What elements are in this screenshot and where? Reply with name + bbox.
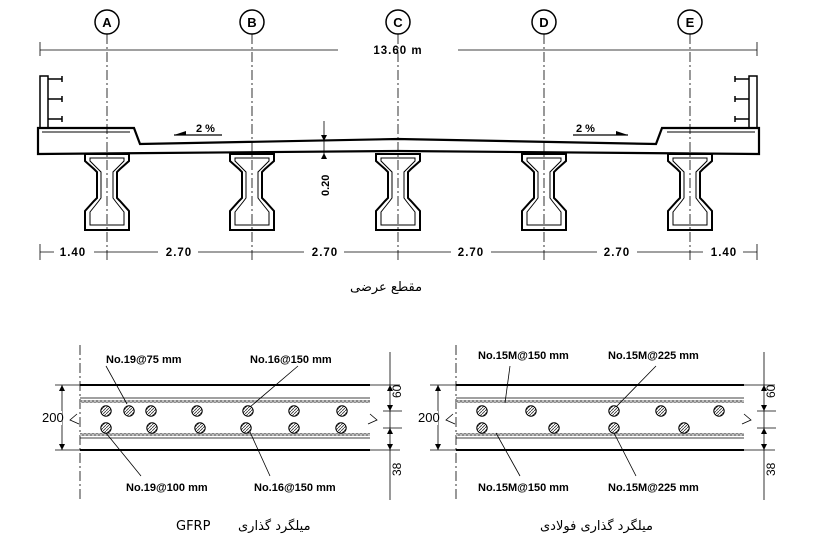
axis-bubble-c: C xyxy=(385,9,411,35)
axis-bubble-a: A xyxy=(94,9,120,35)
gfrp-cover-top-label: 60 xyxy=(390,384,404,398)
gfrp-cover-bottom-label: 38 xyxy=(390,462,404,476)
svg-text:C: C xyxy=(393,15,403,30)
gfrp-caption-text: میلگرد گذاری xyxy=(238,519,311,534)
gfrp-bottom-left-label: No.19@100 mm xyxy=(126,482,208,494)
axis-bubble-b: B xyxy=(239,9,265,35)
cross-section: A B C D E 13.60 m xyxy=(36,9,761,260)
slope-left: 2 % xyxy=(174,123,222,136)
railing-left xyxy=(39,75,63,128)
spacing-4: 2.70 xyxy=(458,247,484,259)
gfrp-depth-label: 200 xyxy=(42,410,64,425)
cross-section-caption: مقطع عرضی xyxy=(350,280,423,295)
thickness-dimension: 0.20 xyxy=(320,121,332,196)
gfrp-bottom-bars xyxy=(100,422,347,434)
svg-text:D: D xyxy=(539,15,548,30)
steel-bottom-right-label: No.15M@225 mm xyxy=(608,482,699,494)
svg-text:E: E xyxy=(686,15,695,30)
steel-caption: میلگرد گذاری فولادی xyxy=(540,519,653,534)
gfrp-top-bars xyxy=(100,405,348,417)
svg-text:0.20: 0.20 xyxy=(320,175,332,196)
gfrp-top-left-label: No.19@75 mm xyxy=(106,354,182,366)
spacing-3: 2.70 xyxy=(312,247,338,259)
svg-text:B: B xyxy=(247,15,256,30)
steel-top-left-label: No.15M@150 mm xyxy=(478,350,569,362)
gfrp-bottom-right-label: No.16@150 mm xyxy=(254,482,336,494)
spacing-dimensions: 1.40 2.70 2.70 2.70 2.70 1.40 xyxy=(39,244,758,260)
spacing-2: 2.70 xyxy=(166,247,192,259)
steel-top-right-label: No.15M@225 mm xyxy=(608,350,699,362)
steel-bottom-bars xyxy=(476,422,690,434)
gfrp-slab-detail: No.19@75 mm No.16@150 mm No.19@100 mm No… xyxy=(40,345,404,500)
overall-dimension: 13.60 m xyxy=(39,42,758,57)
railing-right xyxy=(734,75,758,128)
svg-text:2 %: 2 % xyxy=(196,123,215,135)
gfrp-top-right-label: No.16@150 mm xyxy=(250,354,332,366)
spacing-5: 2.70 xyxy=(604,247,630,259)
axis-lines xyxy=(106,34,691,260)
steel-bottom-left-label: No.15M@150 mm xyxy=(478,482,569,494)
svg-text:A: A xyxy=(102,15,112,30)
spacing-6: 1.40 xyxy=(711,247,737,259)
axis-bubble-e: E xyxy=(677,9,703,35)
steel-top-bars xyxy=(476,405,725,417)
slope-right: 2 % xyxy=(573,123,628,136)
axis-bubble-d: D xyxy=(531,9,557,35)
svg-text:2 %: 2 % xyxy=(576,123,595,135)
gfrp-caption-tag: GFRP xyxy=(176,519,211,534)
steel-depth-label: 200 xyxy=(418,410,440,425)
overall-width-label: 13.60 m xyxy=(373,45,422,57)
steel-cover-top-label: 60 xyxy=(764,384,778,398)
steel-cover-bottom-label: 38 xyxy=(764,462,778,476)
deck-slab xyxy=(36,126,761,156)
steel-slab-detail: No.15M@150 mm No.15M@225 mm No.15M@150 m… xyxy=(416,345,778,500)
spacing-1: 1.40 xyxy=(60,247,86,259)
